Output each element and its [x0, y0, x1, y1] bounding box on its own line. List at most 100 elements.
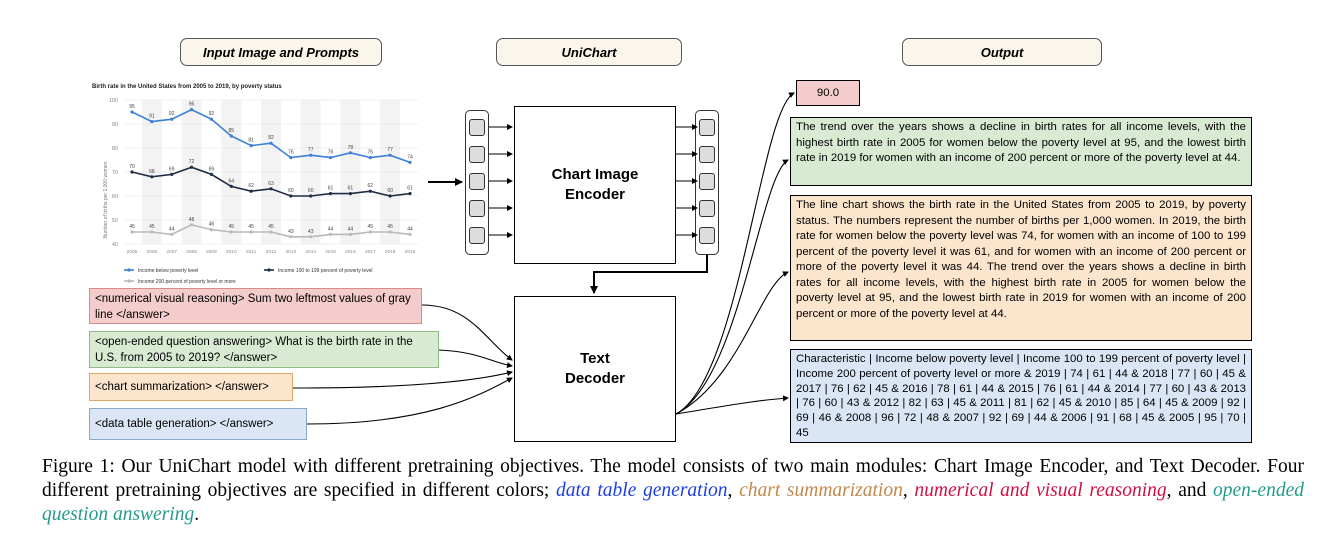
input-header: Input Image and Prompts — [180, 38, 382, 66]
chart-data-label: 91 — [149, 114, 155, 120]
chart-point — [189, 165, 194, 169]
chart-xtick-label: 2008 — [186, 249, 197, 255]
chart-ytick-label: 70 — [112, 170, 118, 176]
chart-data-label: 45 — [248, 224, 254, 230]
chart-data-label: 81 — [248, 138, 254, 144]
arrow-encoder-to-decoder — [590, 255, 708, 294]
chart-data-label: 77 — [308, 147, 314, 153]
encoder-output-tokens — [695, 110, 719, 255]
chart-data-label: 82 — [268, 135, 274, 141]
chart-point — [408, 232, 412, 236]
token — [699, 146, 715, 163]
chart-point — [170, 117, 174, 121]
chart-ytick-label: 80 — [112, 146, 118, 152]
chart-xtick-label: 2015 — [325, 249, 336, 255]
chart-data-label: 44 — [328, 226, 334, 232]
chart-point — [368, 156, 372, 160]
prompt-data-table-generation: <data table generation> </answer> — [89, 408, 307, 440]
caption-sep: , and — [1166, 480, 1214, 501]
chart-point — [388, 194, 392, 198]
chart-data-label: 45 — [368, 224, 374, 230]
input-chart: Birth rate in the United States from 200… — [86, 76, 426, 286]
token — [699, 200, 715, 217]
chart-grid — [124, 99, 418, 245]
chart-point — [209, 172, 214, 176]
token — [699, 173, 715, 190]
arrow — [675, 271, 789, 415]
chart-legend-label: Income 200 percent of poverty level or m… — [138, 279, 236, 285]
chart-data-label: 74 — [407, 154, 413, 160]
chart-image-encoder: Chart Image Encoder — [514, 106, 676, 264]
token — [699, 227, 715, 244]
chart-data-label: 43 — [288, 229, 294, 235]
chart-legend-label: Income below poverty level — [138, 268, 198, 274]
chart-point — [130, 230, 134, 234]
chart-data-label: 43 — [308, 229, 314, 235]
chart-data-label: 61 — [407, 186, 413, 192]
chart-ylabel: Number of births per 1,000 women — [103, 161, 109, 238]
arrow — [675, 92, 795, 415]
chart-data-label: 76 — [328, 150, 334, 156]
chart-point — [348, 232, 353, 236]
chart-point — [249, 189, 253, 193]
chart-point — [229, 184, 233, 188]
chart-data-label: 44 — [348, 226, 354, 232]
chart-xtick-label: 2009 — [206, 249, 217, 255]
chart-xtick-label: 2014 — [305, 249, 316, 255]
chart-legend-marker — [127, 279, 131, 283]
chart-data-label: 95 — [129, 104, 135, 110]
chart-data-label: 60 — [288, 188, 294, 194]
chart-data-label: 69 — [169, 166, 175, 172]
chart-data-label: 62 — [368, 183, 374, 189]
chart-point — [309, 235, 313, 239]
caption-reasoning: numerical and visual reasoning — [914, 480, 1167, 501]
chart-ytick-label: 40 — [112, 242, 118, 248]
chart-point — [209, 117, 214, 121]
chart-data-label: 85 — [229, 128, 235, 134]
output-summarization: The line chart shows the birth rate in t… — [790, 195, 1252, 341]
caption-lead: Figure 1: Our UniChart model with differ… — [42, 456, 1304, 501]
arrow — [292, 370, 513, 389]
arrow — [675, 395, 789, 415]
chart-xtick-label: 2012 — [266, 249, 277, 255]
caption-end: . — [194, 504, 200, 525]
chart-data-label: 44 — [407, 226, 413, 232]
chart-data-label: 92 — [209, 111, 215, 117]
chart-xtick-label: 2017 — [365, 249, 376, 255]
chart-data-label: 72 — [189, 159, 195, 165]
arrow — [421, 304, 513, 361]
chart-xtick-label: 2006 — [147, 249, 158, 255]
chart-point — [170, 232, 174, 236]
chart-point — [348, 151, 353, 155]
chart-data-label: 76 — [288, 150, 294, 156]
encoder-input-tokens — [465, 110, 489, 255]
chart-point — [388, 230, 392, 234]
chart-point — [189, 108, 194, 112]
chart-xtick-label: 2011 — [246, 249, 257, 255]
chart-ytick-label: 50 — [112, 218, 118, 224]
chart-point — [269, 141, 273, 145]
caption-table-generation: data table generation — [556, 480, 728, 501]
chart-point — [229, 230, 233, 234]
chart-data-label: 46 — [209, 222, 215, 228]
chart-data-label: 61 — [348, 186, 354, 192]
chart-point — [150, 175, 154, 179]
output-numerical: 90.0 — [796, 80, 860, 106]
chart-point — [249, 230, 253, 234]
chart-point — [289, 194, 293, 198]
arrow — [675, 159, 789, 415]
chart-xtick-label: 2019 — [405, 249, 416, 255]
chart-point — [150, 120, 154, 124]
chart-xtick-label: 2013 — [286, 249, 297, 255]
chart-data-label: 77 — [387, 147, 393, 153]
chart-data-label: 45 — [229, 224, 235, 230]
chart-legend-label: Income 100 to 199 percent of poverty lev… — [278, 268, 373, 274]
chart-point — [328, 192, 333, 196]
arrow — [438, 349, 513, 369]
chart-ytick-label: 60 — [112, 194, 118, 200]
chart-point — [209, 228, 214, 232]
chart-point — [388, 153, 392, 157]
chart-data-label: 69 — [209, 166, 215, 172]
